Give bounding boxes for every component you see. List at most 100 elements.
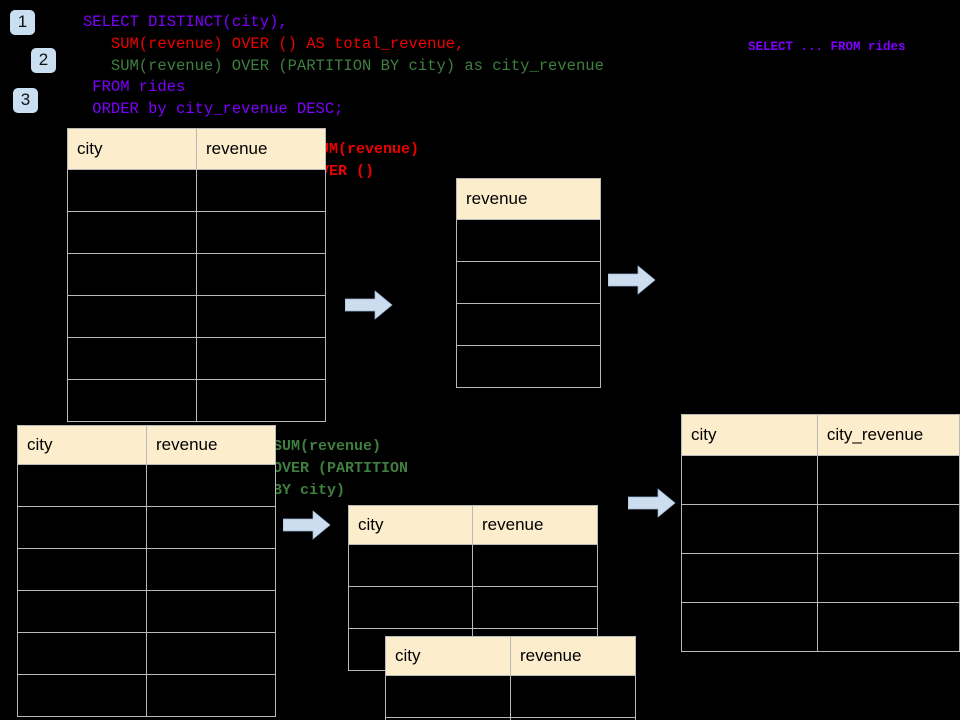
arrow-bottom-left	[283, 510, 331, 540]
table-row	[385, 675, 636, 718]
table-cell	[196, 169, 326, 212]
arrow-shape	[608, 265, 656, 295]
table-row	[385, 717, 636, 720]
table-cell	[146, 506, 276, 549]
select-from-rides-note: SELECT ... FROM rides	[748, 40, 906, 54]
table-cell	[456, 345, 601, 388]
table-cell	[510, 675, 636, 718]
arrow-shape	[628, 488, 676, 518]
table-cell	[472, 586, 598, 629]
table-row	[67, 169, 326, 212]
column-header: city	[67, 128, 197, 170]
table-cell	[456, 219, 601, 262]
step-badge-1: 1	[10, 10, 35, 35]
table-cell	[196, 379, 326, 422]
arrow-top-right	[608, 265, 656, 295]
table-cell	[196, 253, 326, 296]
table-row	[67, 379, 326, 422]
table-cell	[146, 632, 276, 675]
table-cell	[510, 717, 636, 720]
table-cell	[196, 337, 326, 380]
column-header: city	[385, 636, 511, 676]
column-header: city	[17, 425, 147, 465]
table-cell	[67, 295, 197, 338]
table-row	[67, 337, 326, 380]
table-row	[17, 506, 276, 549]
step-badge-2: 2	[31, 48, 56, 73]
step-badge-3: 3	[13, 88, 38, 113]
table-cell	[67, 337, 197, 380]
column-header: city_revenue	[816, 414, 960, 456]
arrow-shape	[283, 510, 331, 540]
table-row	[67, 253, 326, 296]
table-cell	[816, 504, 960, 554]
column-header: revenue	[456, 178, 601, 220]
sum-over-empty-annotation: SUM(revenue) OVER ()	[311, 141, 420, 180]
sql-line-2: SUM(revenue) OVER () AS total_revenue,	[110, 34, 465, 53]
table-cell	[816, 553, 960, 603]
table-cell	[816, 455, 960, 505]
table-row	[681, 504, 960, 554]
table-cell	[67, 253, 197, 296]
column-header: city	[348, 505, 473, 545]
table-row	[17, 674, 276, 717]
table-cell	[17, 590, 147, 633]
table-row	[348, 544, 598, 587]
column-header: revenue	[510, 636, 636, 676]
table-cell	[681, 553, 818, 603]
table-cell	[146, 548, 276, 591]
sql-line-5: ORDER by city_revenue DESC;	[92, 100, 344, 119]
table-cell	[17, 632, 147, 675]
arrow-top-left	[345, 290, 393, 320]
table-cell	[196, 211, 326, 254]
table-row	[456, 261, 601, 304]
table-cell	[17, 464, 147, 507]
table-cell	[816, 602, 960, 652]
sql-line-3: SUM(revenue) OVER (PARTITION BY city) as…	[110, 56, 604, 75]
table-cell	[146, 464, 276, 507]
table-row	[456, 345, 601, 388]
table-cell	[472, 544, 598, 587]
table-cell	[17, 548, 147, 591]
table-row	[456, 219, 601, 262]
table-cell	[385, 675, 511, 718]
table-cell	[17, 506, 147, 549]
table-header-row: revenue	[456, 178, 601, 220]
sql-line-1: SELECT DISTINCT(city),	[83, 13, 288, 31]
table-row	[67, 211, 326, 254]
table-cell	[681, 504, 818, 554]
table-row	[17, 590, 276, 633]
arrow-shape	[345, 290, 393, 320]
column-header: revenue	[196, 128, 326, 170]
table-cell	[456, 261, 601, 304]
table-row	[17, 632, 276, 675]
table-cell	[681, 455, 818, 505]
table-row	[348, 586, 598, 629]
table-cell	[146, 674, 276, 717]
table-row	[17, 548, 276, 591]
column-header: city	[681, 414, 818, 456]
table-row	[681, 553, 960, 603]
column-header: revenue	[472, 505, 598, 545]
table-cell	[67, 169, 197, 212]
sql-line-4: FROM rides	[92, 78, 186, 97]
table-cell	[196, 295, 326, 338]
table-cell	[348, 544, 473, 587]
total-revenue-table: revenue	[456, 178, 601, 388]
table-cell	[681, 602, 818, 652]
table-row	[67, 295, 326, 338]
table-cell	[146, 590, 276, 633]
column-header: revenue	[146, 425, 276, 465]
table-cell	[67, 379, 197, 422]
table-row	[681, 602, 960, 652]
